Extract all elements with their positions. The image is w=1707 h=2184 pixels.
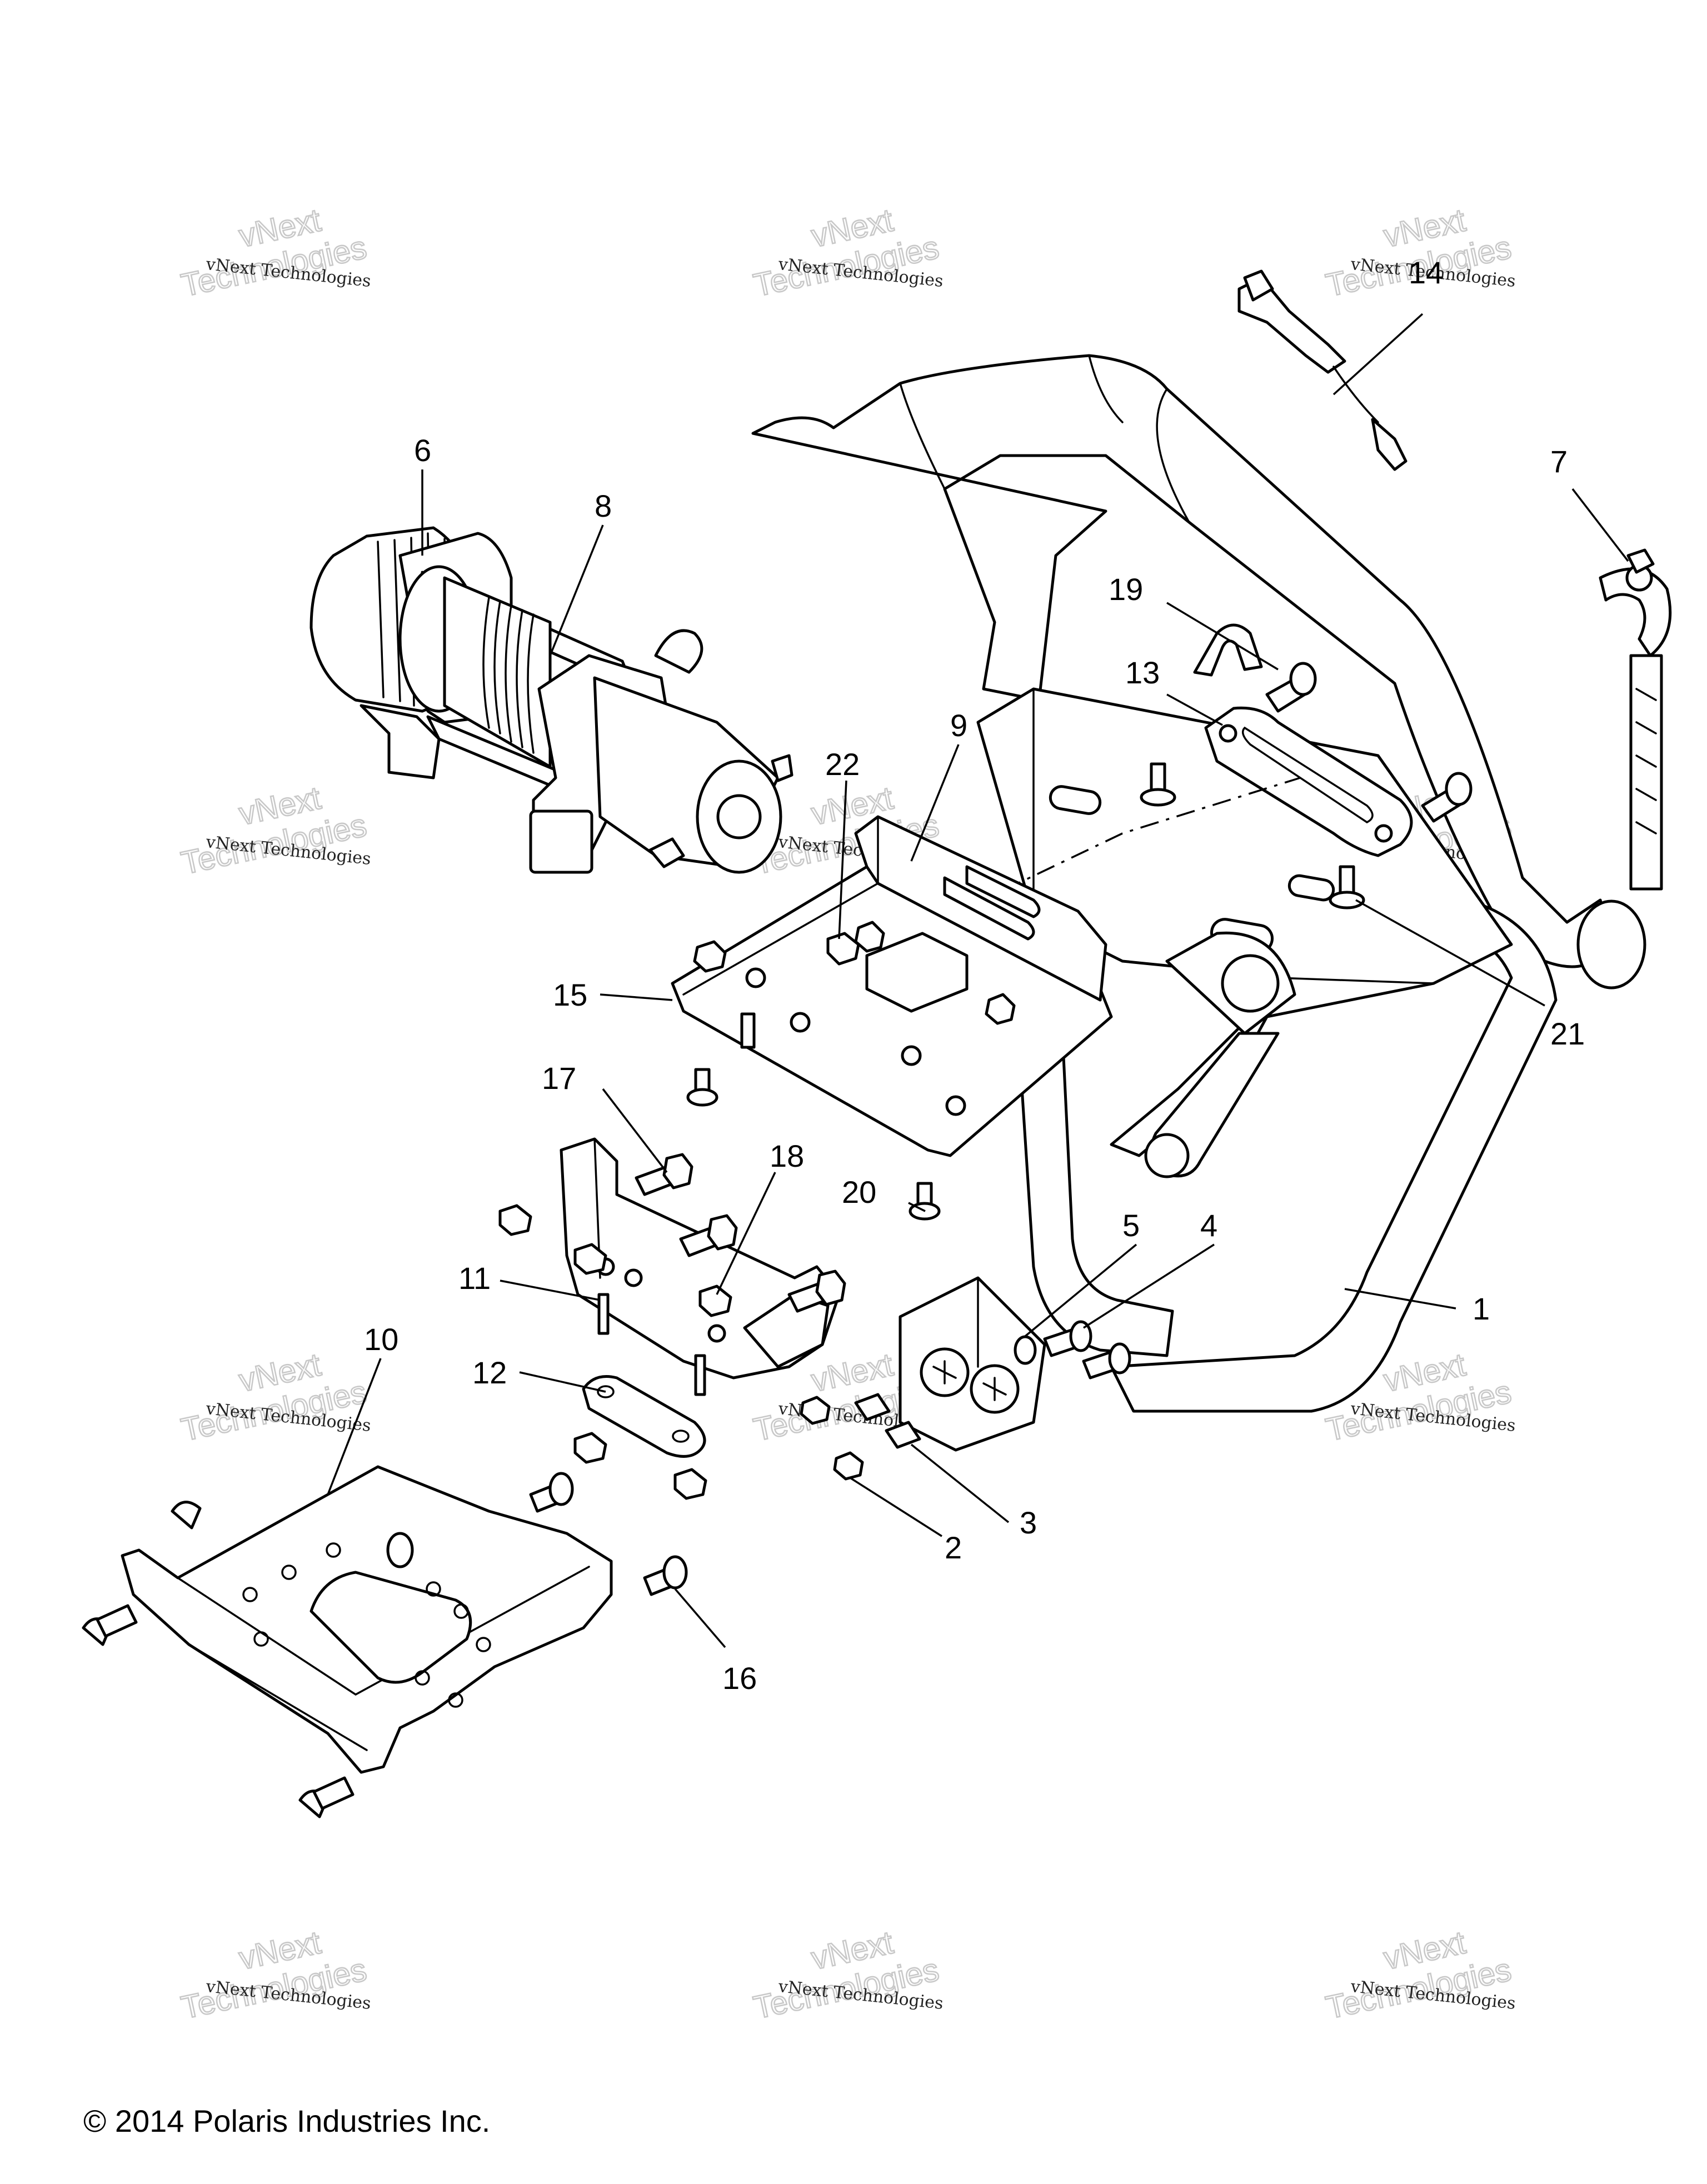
- callout-18: 18: [770, 1138, 804, 1173]
- callout-labels: 1 2 3 4 5 6 7 8 9 10 11 12 13 14 15 16 1…: [364, 255, 1585, 1696]
- fairlead-bolt-2: [1421, 772, 1473, 823]
- plate-nut-4: [693, 940, 727, 973]
- skid-plate: [121, 1465, 613, 1774]
- winch-assembly: [310, 526, 793, 874]
- leader-lines: [327, 313, 1629, 1648]
- callout-11: 11: [458, 1261, 491, 1296]
- callout-19: 19: [1109, 572, 1143, 607]
- bolt-4: [1043, 1320, 1092, 1357]
- nut-22: [826, 932, 860, 966]
- skid-nut: [573, 1432, 607, 1464]
- bolt-4b: [1082, 1342, 1131, 1380]
- callout-5: 5: [1122, 1208, 1140, 1243]
- callout-9: 9: [950, 708, 967, 743]
- carriage-bolt-2: [298, 1776, 355, 1818]
- winch-mount-plate: [671, 815, 1113, 1157]
- flange-bolt-16: [643, 1555, 688, 1596]
- link-plate: [582, 1375, 706, 1458]
- callout-15: 15: [553, 977, 587, 1012]
- plate-stud: [740, 1012, 756, 1049]
- bracket-nut-lower: [573, 1243, 607, 1275]
- callout-2: 2: [945, 1530, 962, 1565]
- pin-3: [854, 1393, 921, 1449]
- hex-bolt-17b: [679, 1214, 738, 1257]
- mount-bracket: [560, 1137, 841, 1380]
- bracket-nut: [498, 1204, 532, 1236]
- bolt-20: [909, 1182, 941, 1221]
- stud-21: [1329, 865, 1365, 909]
- callout-1: 1: [1473, 1291, 1490, 1326]
- fairlead-bolt: [1265, 662, 1317, 713]
- callout-7: 7: [1550, 444, 1568, 479]
- roller-fairlead: [1204, 706, 1413, 857]
- carriage-bolt: [82, 1604, 138, 1646]
- nut-2: [800, 1396, 831, 1425]
- callout-17: 17: [542, 1061, 576, 1096]
- copyright-notice: © 2014 Polaris Industries Inc.: [83, 2103, 491, 2138]
- winch-hook-strap: [1599, 548, 1672, 891]
- nut-2b: [833, 1451, 864, 1481]
- plate-nut-3: [985, 993, 1016, 1025]
- callout-6: 6: [414, 433, 431, 468]
- callout-21: 21: [1550, 1016, 1585, 1051]
- callout-22: 22: [825, 747, 860, 782]
- plate-nut-2: [854, 921, 885, 953]
- skid-center-stud: [386, 1532, 414, 1568]
- callout-8: 8: [595, 488, 612, 523]
- callout-14: 14: [1409, 255, 1443, 290]
- skid-flange-bolt: [171, 1501, 202, 1530]
- callout-12: 12: [472, 1355, 507, 1390]
- stud-upper: [1140, 762, 1176, 807]
- callout-3: 3: [1020, 1505, 1037, 1540]
- bracket-studs: [597, 1293, 706, 1396]
- hex-bolt-17: [635, 1153, 693, 1196]
- receiver-block: [899, 1276, 1046, 1452]
- skid-nut-2: [673, 1468, 707, 1500]
- plate-bolt: [686, 1068, 718, 1107]
- washer-5: [1014, 1335, 1037, 1365]
- winch-remote: [1237, 269, 1407, 471]
- bracket-nut-18: [698, 1285, 732, 1317]
- callout-13: 13: [1125, 655, 1160, 690]
- hex-bolt-17c: [787, 1270, 846, 1313]
- callout-4: 4: [1200, 1208, 1217, 1243]
- callout-10: 10: [364, 1322, 398, 1357]
- callout-16: 16: [722, 1661, 757, 1696]
- callout-20: 20: [842, 1175, 876, 1210]
- flange-bolt-16b: [529, 1472, 574, 1513]
